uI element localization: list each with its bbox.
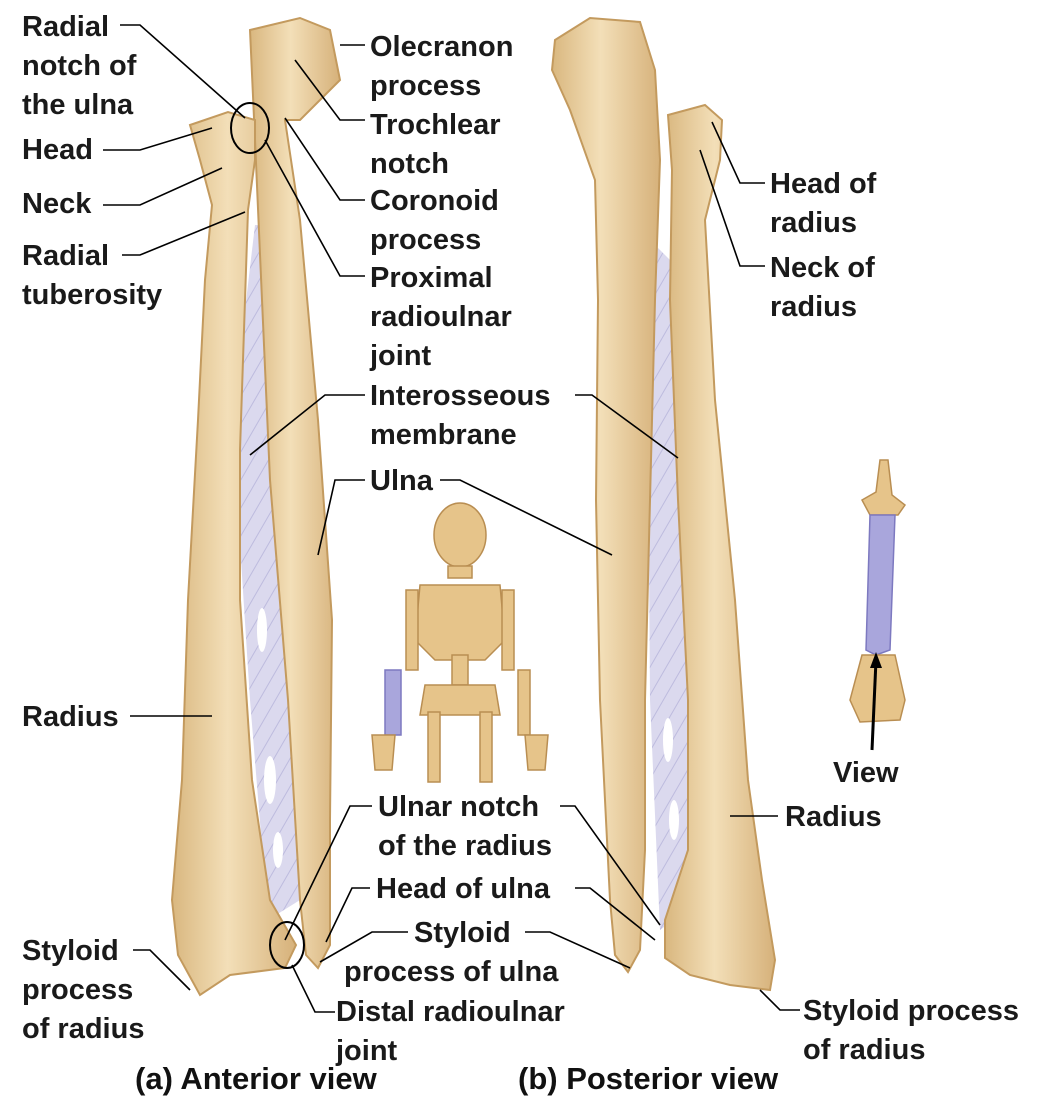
view-inset-icon [849, 459, 907, 751]
membrane-opening [264, 756, 276, 804]
label-view: View [833, 757, 899, 789]
label-neck: Neck [22, 188, 92, 220]
label-radius-anterior: Radius [22, 701, 119, 733]
membrane-opening [669, 800, 679, 840]
membrane-opening [663, 718, 673, 762]
ulna-anterior [248, 16, 342, 970]
label-ulna: Ulna [370, 465, 433, 497]
posterior-view [550, 16, 777, 992]
ulna-posterior [550, 16, 662, 974]
membrane-opening [257, 608, 267, 652]
membrane-opening [273, 832, 283, 868]
anterior-view [170, 16, 342, 997]
label-head: Head [22, 134, 93, 166]
radius-posterior [664, 103, 777, 992]
caption-anterior: (a) Anterior view [135, 1061, 377, 1096]
proximal-joint-circle [230, 102, 270, 154]
distal-joint-circle [269, 921, 305, 969]
label-head-of-ulna: Head of ulna [376, 873, 551, 905]
caption-posterior: (b) Posterior view [518, 1061, 779, 1096]
skeleton-icon [371, 502, 549, 783]
leader-lines [103, 24, 800, 1013]
label-radius-posterior: Radius [785, 801, 882, 833]
